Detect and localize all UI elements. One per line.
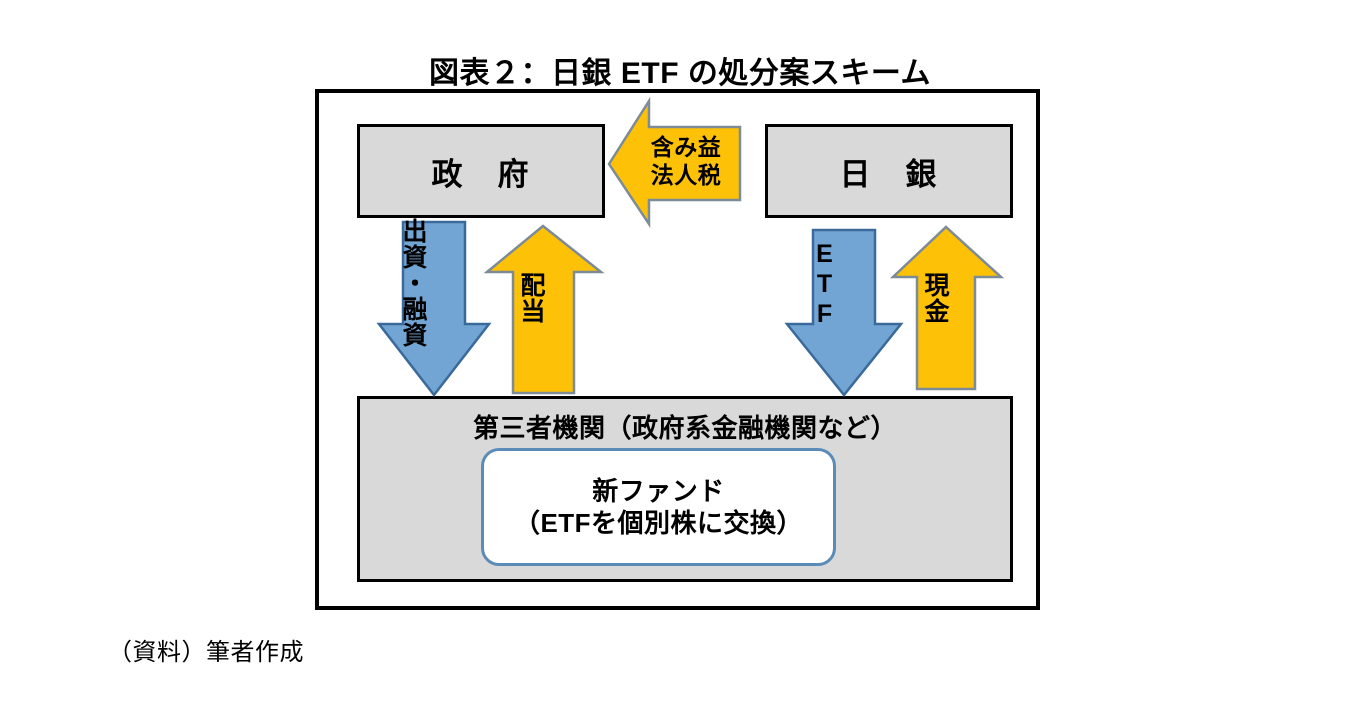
node-boj: 日 銀	[765, 124, 1013, 218]
page-title: 図表２：日銀 ETF の処分案スキーム	[429, 57, 931, 90]
node-government-label: 政 府	[431, 156, 531, 192]
arrow-investment-loan	[376, 220, 492, 398]
arrow-dividend-shape	[483, 224, 605, 395]
node-boj-label: 日 銀	[839, 156, 939, 192]
node-government: 政 府	[357, 124, 605, 218]
arrow-cash-shape	[889, 225, 1005, 391]
arrow-unrealized-gain-tax-shape	[607, 96, 742, 229]
diagram-frame: 政 府 日 銀 第三者機関（政府系金融機関など） 新ファンド （ETFを個別株に…	[315, 89, 1040, 610]
arrow-etf	[784, 228, 904, 397]
source-note: （資料）筆者作成	[108, 639, 304, 666]
arrow-investment-loan-shape	[376, 220, 492, 398]
node-new-fund: 新ファンド （ETFを個別株に交換）	[481, 448, 836, 566]
node-new-fund-title: 新ファンド	[592, 475, 725, 506]
node-third-party-label: 第三者機関（政府系金融機関など）	[472, 413, 897, 443]
arrow-dividend	[483, 224, 605, 395]
arrow-cash	[889, 225, 1005, 391]
node-new-fund-subtitle: （ETFを個別株に交換）	[513, 508, 804, 538]
arrow-etf-shape	[784, 228, 904, 397]
arrow-unrealized-gain-tax	[607, 96, 742, 229]
